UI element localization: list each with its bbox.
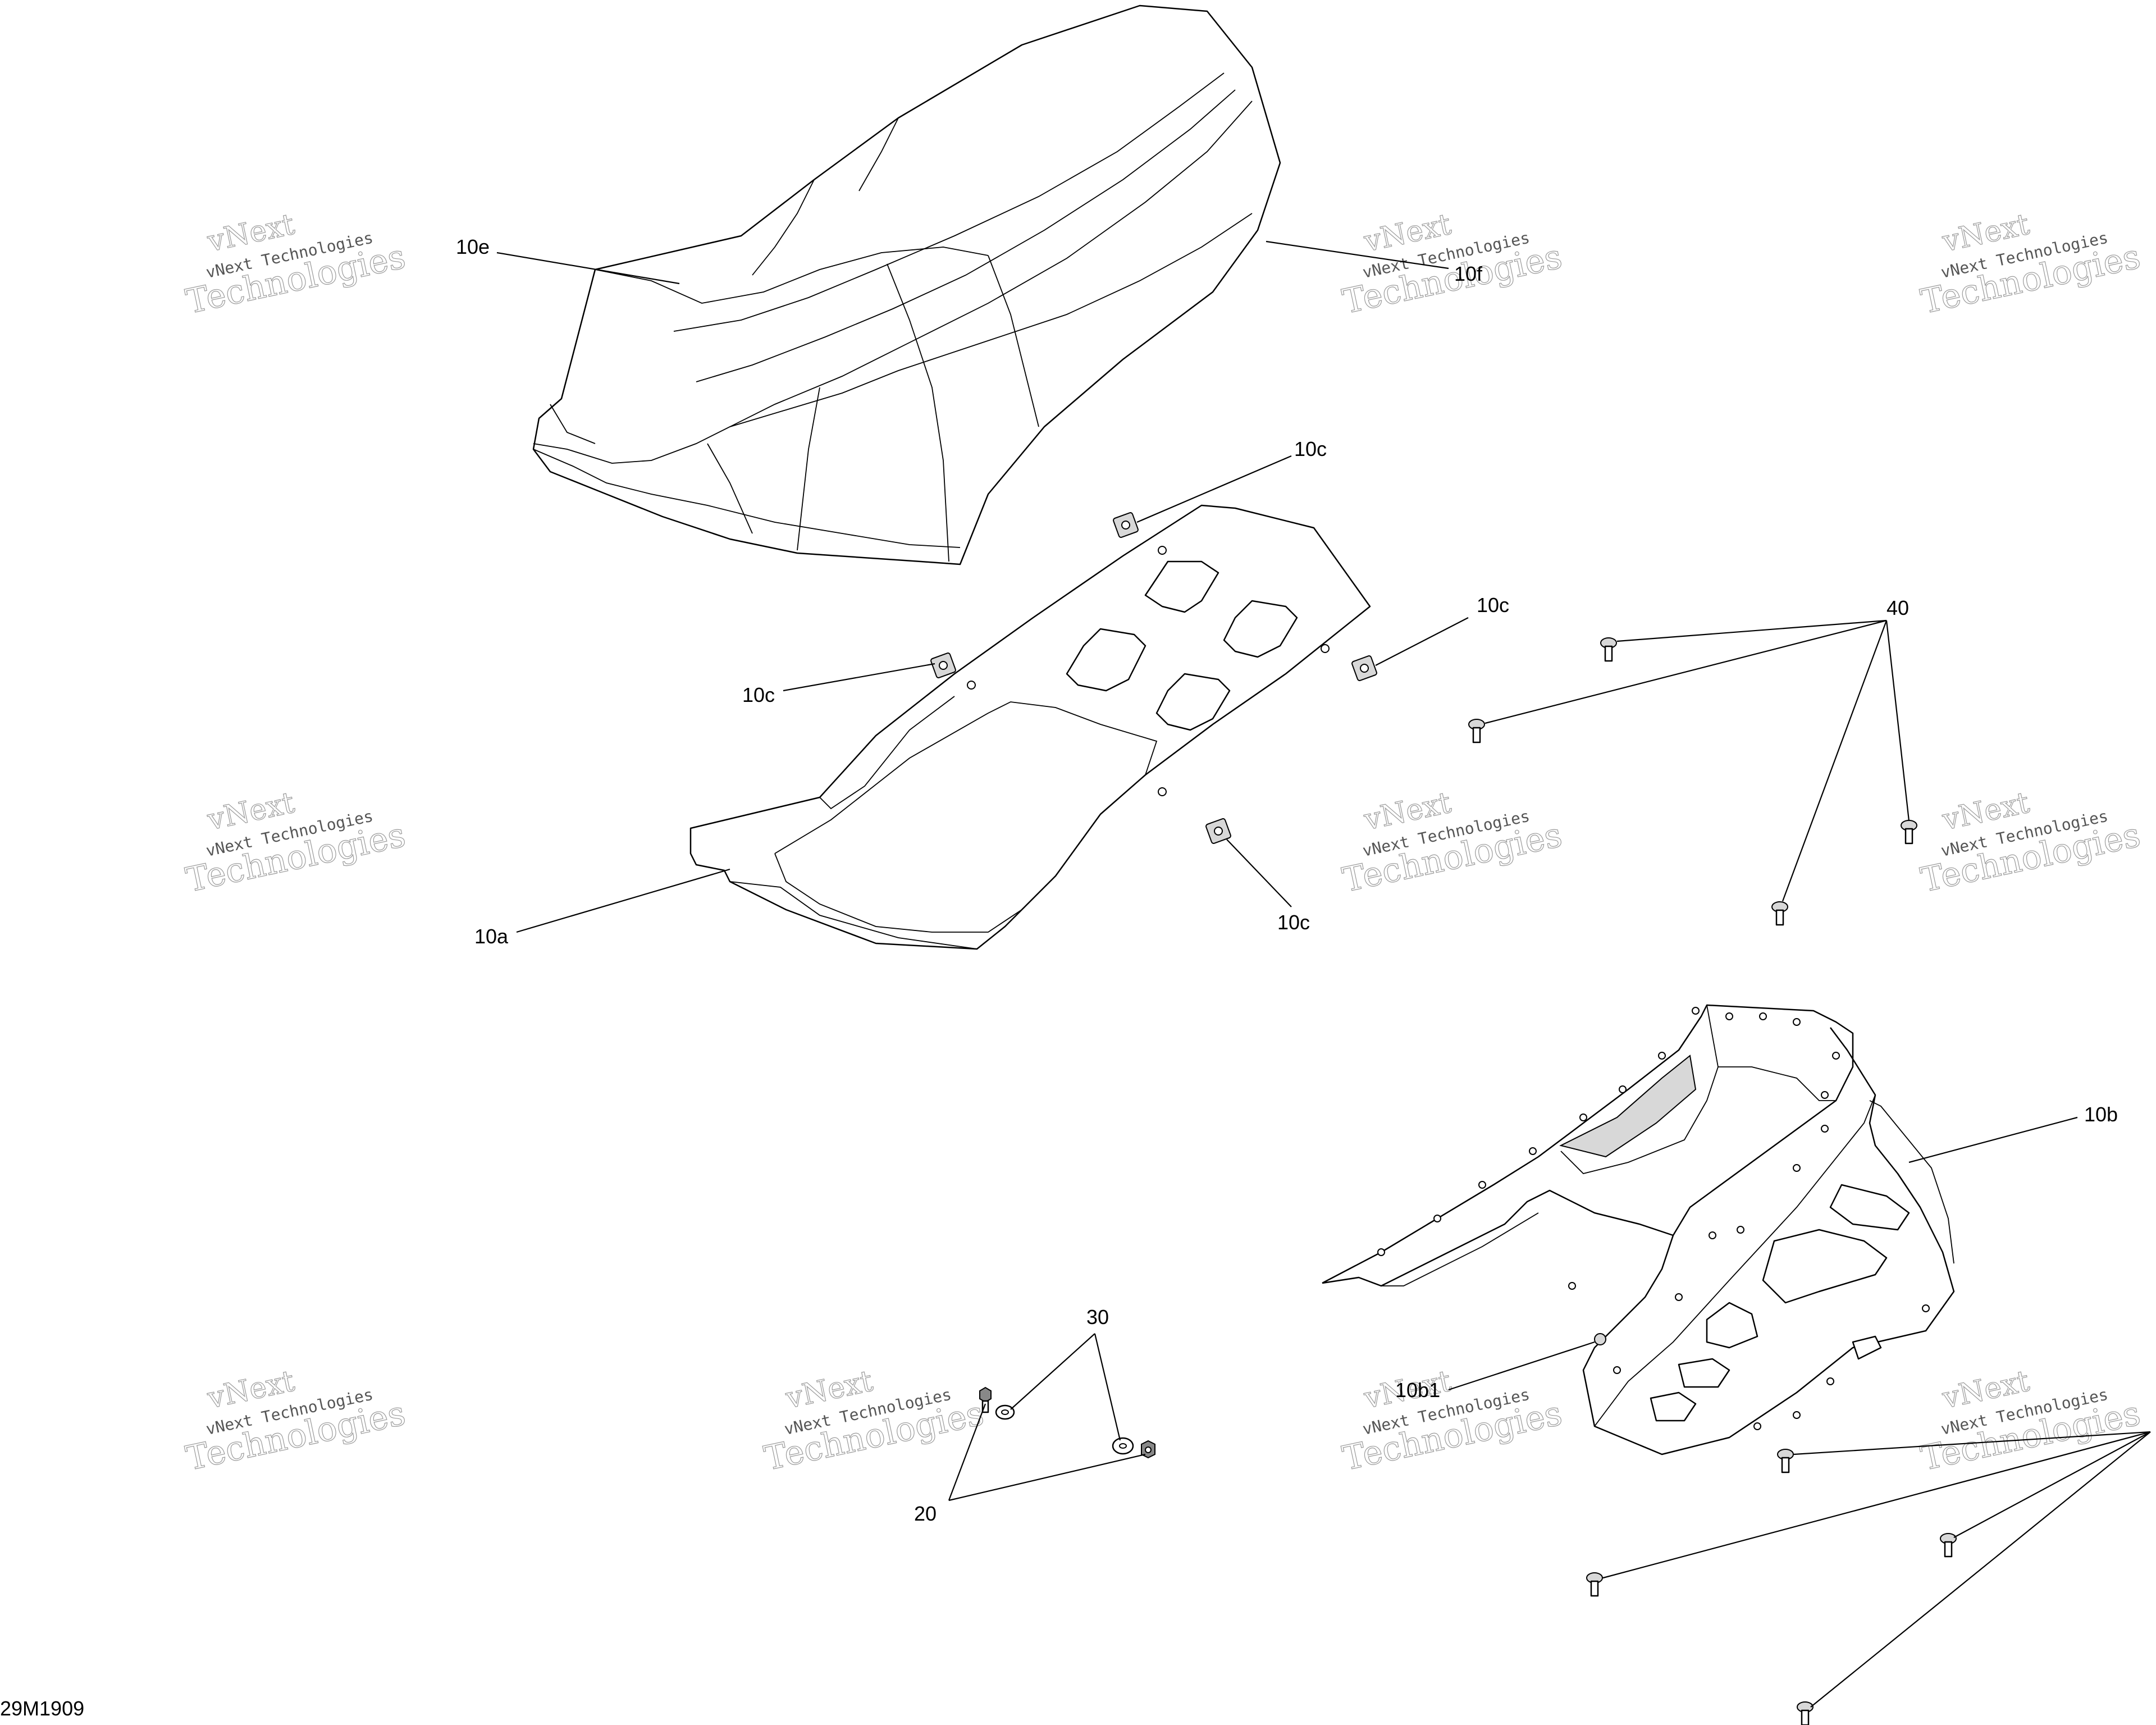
screw[interactable] bbox=[1940, 1533, 1957, 1558]
screw[interactable] bbox=[1797, 1701, 1814, 1725]
mounting-hole bbox=[967, 681, 976, 690]
seat-cushion[interactable] bbox=[532, 4, 1281, 565]
callout-10f: 10f bbox=[1454, 262, 1483, 285]
screw[interactable] bbox=[1468, 719, 1485, 743]
callout-20: 20 bbox=[914, 1502, 937, 1525]
watermark: vNext vNext Technologies Technologies bbox=[1917, 207, 2144, 322]
mounting-hole bbox=[1321, 644, 1330, 653]
callout-10c-left: 10c bbox=[742, 683, 775, 706]
watermark: vNext vNext Technologies Technologies bbox=[761, 1364, 988, 1479]
screw[interactable] bbox=[1600, 637, 1617, 662]
watermark: vNext vNext Technologies Technologies bbox=[1339, 786, 1566, 901]
frame-insert[interactable] bbox=[1594, 1333, 1606, 1345]
screw[interactable] bbox=[1777, 1449, 1794, 1473]
screw[interactable] bbox=[1771, 901, 1788, 926]
clip[interactable] bbox=[930, 652, 956, 678]
clip[interactable] bbox=[1205, 818, 1231, 844]
clip[interactable] bbox=[1113, 512, 1139, 538]
clip[interactable] bbox=[1351, 655, 1377, 681]
callout-30: 30 bbox=[1086, 1306, 1109, 1329]
watermark: vNext vNext Technologies Technologies bbox=[182, 207, 409, 322]
callout-10c-right: 10c bbox=[1477, 594, 1509, 617]
figure-id: 29M1909 bbox=[0, 1697, 84, 1720]
watermark: vNext vNext Technologies Technologies bbox=[1917, 1364, 2144, 1479]
screw[interactable] bbox=[1901, 820, 1917, 845]
callout-10c-bottom: 10c bbox=[1277, 911, 1310, 934]
callout-10a: 10a bbox=[474, 925, 509, 948]
callout-10b: 10b bbox=[2084, 1103, 2118, 1126]
seat-base[interactable] bbox=[689, 504, 1371, 950]
watermark: vNext vNext Technologies Technologies bbox=[1339, 207, 1566, 322]
nut[interactable] bbox=[1141, 1440, 1155, 1459]
washer[interactable] bbox=[1112, 1437, 1134, 1455]
callouts: 10e 10f 10c 10c 10c 10c 10a 40 10b 10b1 … bbox=[0, 235, 2118, 1720]
watermark: vNext vNext Technologies Technologies bbox=[182, 786, 409, 901]
watermark: vNext vNext Technologies Technologies bbox=[1917, 786, 2144, 901]
mounting-hole bbox=[1158, 787, 1167, 796]
mounting-hole bbox=[1158, 546, 1167, 555]
watermark: vNext vNext Technologies Technologies bbox=[182, 1364, 409, 1479]
leader-lines bbox=[496, 240, 2151, 1708]
callout-10e: 10e bbox=[456, 235, 490, 258]
callout-40: 40 bbox=[1886, 596, 1909, 619]
callout-10c-top: 10c bbox=[1294, 437, 1327, 460]
screw[interactable] bbox=[1586, 1572, 1603, 1597]
callout-10b1: 10b1 bbox=[1395, 1379, 1440, 1402]
washer[interactable] bbox=[995, 1404, 1015, 1420]
seat-frame[interactable] bbox=[1322, 1004, 1955, 1455]
bolt[interactable] bbox=[979, 1386, 992, 1413]
